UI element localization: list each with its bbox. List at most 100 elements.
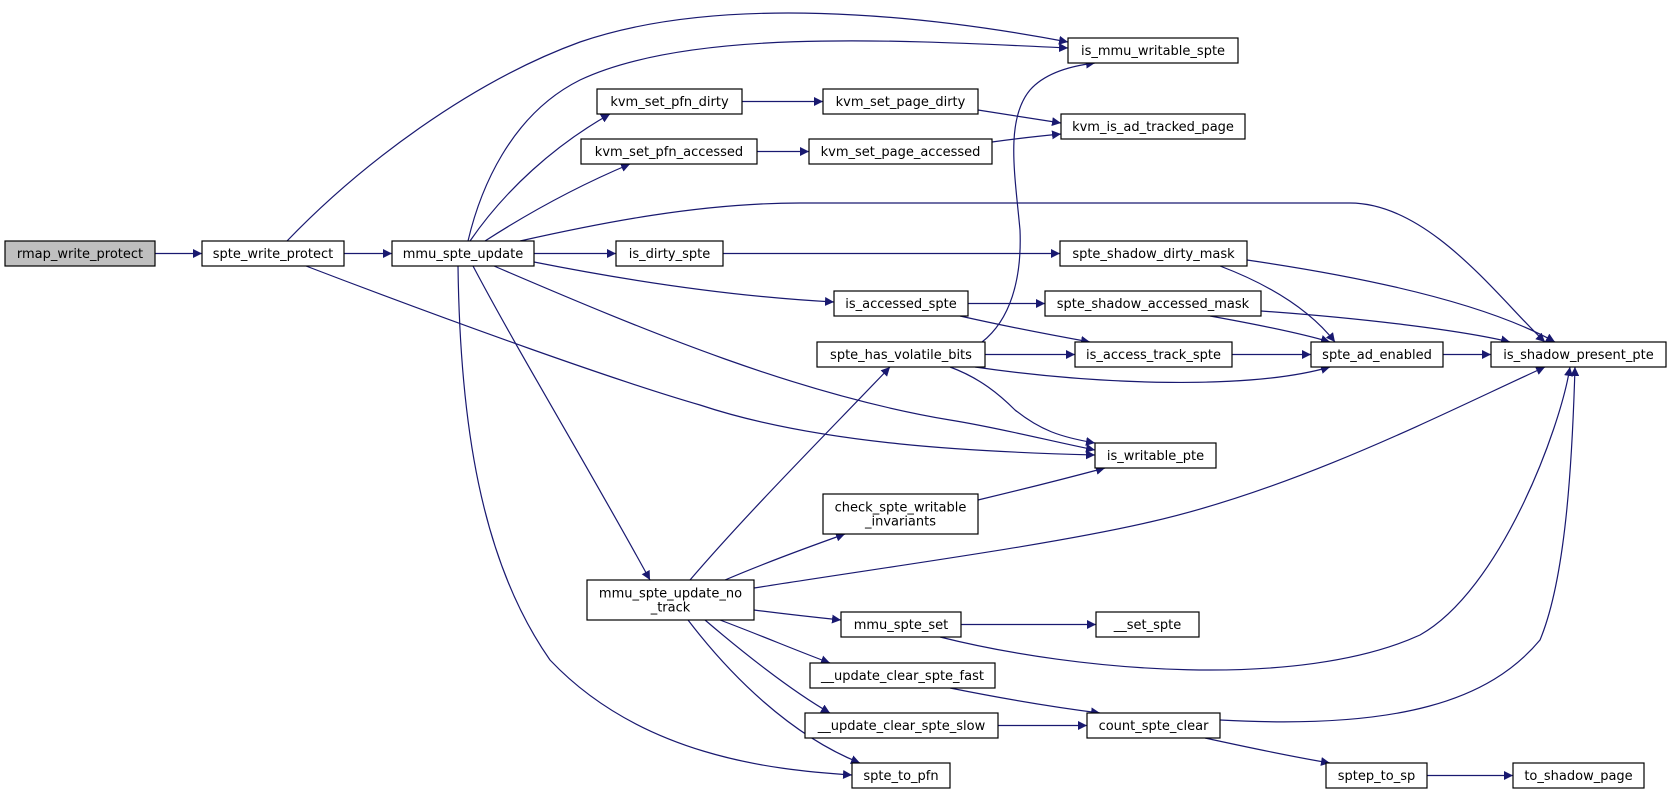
node-__update_clear_spte_fast[interactable]: __update_clear_spte_fast [809,662,996,689]
node-label: __update_clear_spte_fast [820,669,984,684]
node-spte_shadow_dirty_mask[interactable]: spte_shadow_dirty_mask [1059,240,1248,267]
node-box [4,240,156,267]
edge-line [533,261,835,307]
edge-line [949,687,1101,717]
node-__set_spte[interactable]: __set_spte [1095,611,1200,638]
node-box [851,762,951,789]
edge-line [977,109,1062,127]
node-mmu_spte_set[interactable]: mmu_spte_set [840,611,962,638]
node-label: check_spte_writable [835,501,967,516]
edge-mmu_spte_update_no_track-to-mmu_spte_set [753,609,842,624]
node-label: spte_shadow_dirty_mask [1072,247,1235,262]
node-is_shadow_present_pte[interactable]: is_shadow_present_pte [1490,341,1667,368]
node-label: mmu_spte_set [854,618,949,633]
nodes-layer: rmap_write_protect spte_write_protect mmu_… [4,37,1667,789]
node-is_dirty_spte[interactable]: is_dirty_spte [615,240,724,267]
node-box [1059,240,1248,267]
node-box [1060,113,1246,140]
node-label: spte_write_protect [213,247,333,262]
edge-spte_has_volatile_bits-to-is_mmu_writable_spte [981,59,1096,343]
node-label: is_mmu_writable_spte [1081,44,1225,59]
edge-mmu_spte_update_no_track-to-__update_clear_spte_slow [704,619,831,714]
node-kvm_set_page_dirty[interactable]: kvm_set_page_dirty [822,88,979,115]
edge-line [689,366,891,581]
edge-mmu_spte_update-to-is_accessed_spte [533,261,835,307]
node-spte_has_volatile_bits[interactable]: spte_has_volatile_bits [816,341,986,368]
node-box [1086,712,1221,739]
edge-mmu_spte_update_no_track-to-is_shadow_present_pte [753,366,1546,589]
node-kvm_set_page_accessed[interactable]: kvm_set_page_accessed [808,138,993,165]
edge-kvm_set_page_accessed-to-kvm_is_ad_tracked_page [991,130,1062,143]
edge-spte_write_protect-to-is_writable_pte [305,265,1096,460]
edge-line [1219,366,1580,723]
node-is_writable_pte[interactable]: is_writable_pte [1094,442,1217,469]
node-spte_write_protect[interactable]: spte_write_protect [201,240,345,267]
edge-spte_write_protect-to-is_mmu_writable_spte [286,12,1069,242]
edge-spte_shadow_accessed_mask-to-spte_ad_enabled [1209,315,1331,344]
node-to_shadow_page[interactable]: to_shadow_page [1512,762,1645,789]
edge-line [724,532,846,581]
node-sptep_to_sp[interactable]: sptep_to_sp [1325,762,1428,789]
node-box [615,240,724,267]
node-label: spte_ad_enabled [1322,348,1432,363]
node-is_access_track_spte[interactable]: is_access_track_spte [1074,341,1233,368]
edge-mmu_spte_update_no_track-to-spte_has_volatile_bits [689,366,891,581]
node-label: to_shadow_page [1524,769,1632,784]
node-mmu_spte_update[interactable]: mmu_spte_update [391,240,535,267]
edge-check_spte_writable_invariants-to-is_writable_pte [977,465,1106,501]
node-box [1044,290,1262,317]
edge-count_spte_clear-to-sptep_to_sp [1204,737,1331,766]
edge-line [472,265,651,581]
node-label: is_shadow_present_pte [1503,348,1653,363]
node-label: is_access_track_spte [1086,348,1221,363]
edge-line [457,265,853,779]
node-label: is_writable_pte [1107,449,1204,464]
node-label: count_spte_clear [1099,719,1210,734]
node-box [822,493,979,535]
node-box [580,138,758,165]
node-box [1512,762,1645,789]
edge-line [519,202,1546,343]
node-is_accessed_spte[interactable]: is_accessed_spte [833,290,969,317]
edge-spte_shadow_accessed_mask-to-is_shadow_present_pte [1260,310,1511,345]
edge-spte_shadow_dirty_mask-to-spte_ad_enabled [1219,265,1336,343]
node-__update_clear_spte_slow[interactable]: __update_clear_spte_slow [804,712,999,739]
node-kvm_set_pfn_accessed[interactable]: kvm_set_pfn_accessed [580,138,758,165]
edge-spte_has_volatile_bits-to-spte_ad_enabled [974,365,1331,384]
edge-mmu_spte_update-to-is_mmu_writable_spte [467,40,1069,242]
edge-mmu_spte_update-to-spte_to_pfn [457,265,853,779]
node-box [1095,611,1200,638]
edge-line [687,619,861,764]
node-box [1094,442,1217,469]
edge-mmu_spte_update-to-kvm_set_pfn_dirty [469,113,611,242]
node-kvm_is_ad_tracked_page[interactable]: kvm_is_ad_tracked_page [1060,113,1246,140]
node-label: spte_has_volatile_bits [830,348,972,363]
node-label: kvm_set_pfn_accessed [595,145,743,160]
edge-line [974,365,1331,384]
edge-mmu_spte_update-to-mmu_spte_update_no_track [472,265,651,581]
node-spte_shadow_accessed_mask[interactable]: spte_shadow_accessed_mask [1044,290,1262,317]
edge-line [1246,259,1556,343]
edge-line [991,130,1062,143]
node-spte_to_pfn[interactable]: spte_to_pfn [851,762,951,789]
node-spte_ad_enabled[interactable]: spte_ad_enabled [1310,341,1444,368]
node-label: sptep_to_sp [1338,769,1415,784]
node-is_mmu_writable_spte[interactable]: is_mmu_writable_spte [1067,37,1239,64]
node-label: spte_shadow_accessed_mask [1057,297,1250,312]
edge-mmu_spte_update_no_track-to-spte_to_pfn [687,619,861,764]
node-box [1325,762,1428,789]
node-box [804,712,999,739]
edge-mmu_spte_update_no_track-to-__update_clear_spte_fast [719,619,831,665]
edge-line [704,619,831,714]
node-count_spte_clear[interactable]: count_spte_clear [1086,712,1221,739]
node-kvm_set_pfn_dirty[interactable]: kvm_set_pfn_dirty [596,88,743,115]
node-mmu_spte_update_no_track[interactable]: mmu_spte_update_no_track [586,579,755,621]
node-label: rmap_write_protect [17,247,143,262]
edge-line [1209,315,1331,344]
edge-line [493,265,1096,453]
edge-mmu_spte_update-to-is_writable_pte [493,265,1096,453]
node-box [1074,341,1233,368]
node-label: mmu_spte_update [403,247,524,262]
node-check_spte_writable_invariants[interactable]: check_spte_writable_invariants [822,493,979,535]
